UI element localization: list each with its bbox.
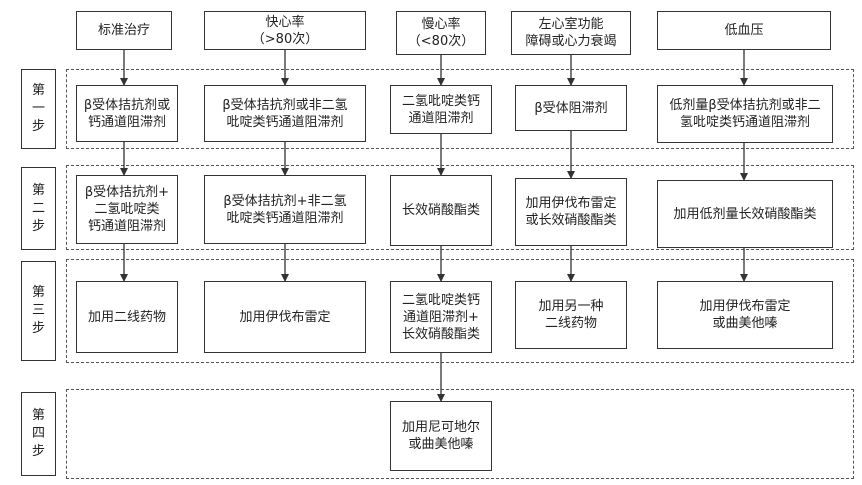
header-lv-dysfunction: 左心室功能 障碍或心力衰竭 bbox=[511, 11, 631, 55]
step3-fast: 加用伊伐布雷定 bbox=[204, 281, 366, 353]
header-fast-heart-rate: 快心率 （>80次） bbox=[204, 11, 366, 50]
step-label-3: 第三步 bbox=[21, 261, 56, 361]
step2-slow: 长效硝酸酯类 bbox=[390, 175, 492, 246]
step2-standard: β受体拮抗剂+ 二氢吡啶类 钙通道阻滞剂 bbox=[76, 175, 178, 244]
step3-region bbox=[66, 259, 854, 363]
header-standard-treatment: 标准治疗 bbox=[76, 11, 172, 50]
step-label-4: 第四步 bbox=[21, 392, 56, 476]
header-hypotension: 低血压 bbox=[657, 11, 831, 50]
step1-hypotension: 低剂量β受体拮抗剂或非二 氢吡啶类钙通道阻滞剂 bbox=[657, 85, 833, 143]
step3-hypotension: 加用伊伐布雷定 或曲美他嗪 bbox=[657, 281, 833, 349]
header-slow-heart-rate: 慢心率 （<80次） bbox=[396, 11, 486, 55]
step2-region bbox=[66, 165, 854, 250]
step3-slow: 二氢吡啶类钙 通道阻滞剂+ 长效硝酸酯类 bbox=[390, 281, 492, 353]
step3-lv: 加用另一种 二线药物 bbox=[515, 281, 627, 349]
step3-standard: 加用二线药物 bbox=[76, 281, 178, 353]
step1-standard: β受体拮抗剂或 钙通道阻滞剂 bbox=[76, 85, 178, 142]
step1-fast: β受体拮抗剂或非二氢 吡啶类钙通道阻滞剂 bbox=[204, 85, 366, 142]
step4-region bbox=[66, 389, 854, 479]
step1-slow: 二氢吡啶类钙 通道阻滞剂 bbox=[390, 85, 492, 134]
step2-hypotension: 加用低剂量长效硝酸酯类 bbox=[657, 180, 833, 248]
step1-lv: β受体阻滞剂 bbox=[515, 85, 627, 131]
step-label-2: 第二步 bbox=[21, 167, 56, 250]
step2-lv: 加用伊伐布雷定 或长效硝酸酯类 bbox=[515, 178, 627, 246]
step2-fast: β受体拮抗剂+非二氢 吡啶类钙通道阻滞剂 bbox=[204, 175, 366, 244]
step-label-1: 第一步 bbox=[21, 69, 56, 149]
step1-region bbox=[66, 69, 854, 149]
step4-nicorandil: 加用尼可地尔 或曲美他嗪 bbox=[390, 401, 492, 471]
